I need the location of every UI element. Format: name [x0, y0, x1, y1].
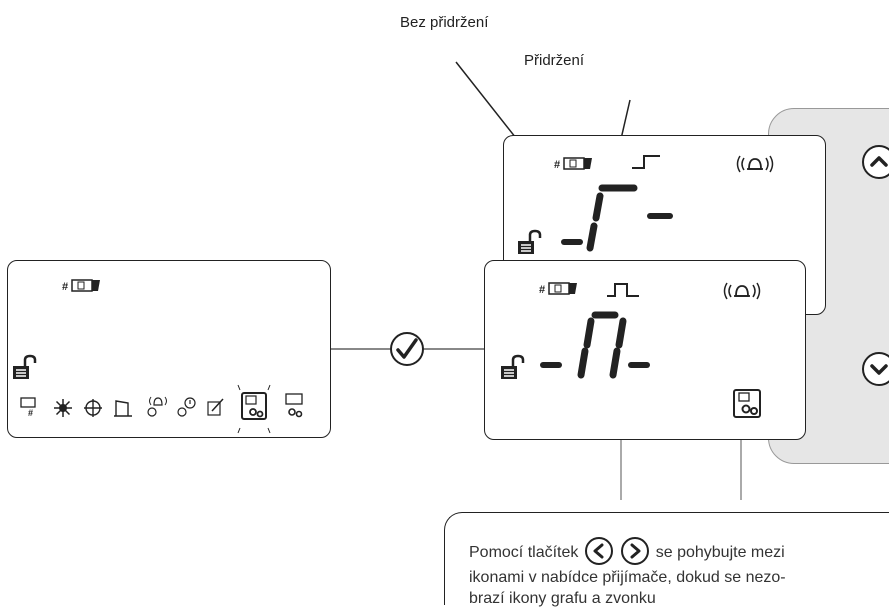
- next-button[interactable]: [621, 537, 650, 565]
- camera-hash-menu-icon: #: [20, 397, 36, 418]
- hold-signal-icon: [632, 155, 660, 169]
- segment-display-no-hold: [540, 311, 650, 379]
- bell-timer-icon: [147, 396, 167, 417]
- camera-settings-icon: [285, 393, 303, 418]
- chevron-right-icon: [630, 543, 641, 559]
- chevron-up-icon: [870, 156, 888, 167]
- contrast-target-icon: [84, 399, 102, 417]
- pulse-signal-icon: [607, 283, 639, 297]
- unlock-icon: [501, 354, 525, 379]
- instruction-note: Pomocí tlačítek se pohybujte mezi ikonam…: [444, 512, 889, 607]
- unlock-icon: [518, 229, 542, 254]
- note-line-1: Pomocí tlačítek se pohybujte mezi: [469, 537, 889, 567]
- camera-hash-icon: #: [539, 282, 577, 296]
- alarm-timer-icon: [177, 397, 196, 417]
- camera-hash-icon: #: [554, 157, 592, 171]
- svg-text:#: #: [28, 408, 33, 418]
- receiver-settings-icon-selected: [237, 384, 271, 434]
- svg-text:#: #: [554, 159, 560, 171]
- lcd-screen-no-hold: #: [484, 260, 806, 440]
- note-line-2: ikonami v nabídce přijímače, dokud se ne…: [469, 569, 786, 586]
- svg-text:#: #: [539, 284, 545, 296]
- lcd-screen-menu: # #: [7, 260, 331, 438]
- svg-text:#: #: [62, 281, 68, 293]
- camera-hash-icon: #: [62, 279, 100, 293]
- label-hold: Přidržení: [524, 52, 585, 69]
- chevron-left-icon: [593, 543, 604, 559]
- bell-ringing-icon: [736, 155, 774, 173]
- brightness-icon: [54, 399, 72, 417]
- segment-display-hold: [561, 184, 673, 252]
- check-circle-icon: [396, 338, 418, 359]
- bell-ringing-icon: [723, 282, 761, 300]
- down-button[interactable]: [862, 352, 889, 386]
- receiver-settings-icon: [733, 389, 761, 418]
- unlock-icon: [13, 354, 37, 379]
- confirm-button[interactable]: [390, 332, 424, 366]
- label-no-hold: Bez přidržení: [400, 14, 489, 31]
- edit-icon: [207, 398, 224, 416]
- note-line-3: brazí ikony grafu a zvonku: [469, 590, 656, 607]
- prev-button[interactable]: [584, 537, 613, 565]
- up-button[interactable]: [862, 145, 889, 179]
- door-icon: [114, 400, 132, 417]
- chevron-down-icon: [870, 364, 888, 375]
